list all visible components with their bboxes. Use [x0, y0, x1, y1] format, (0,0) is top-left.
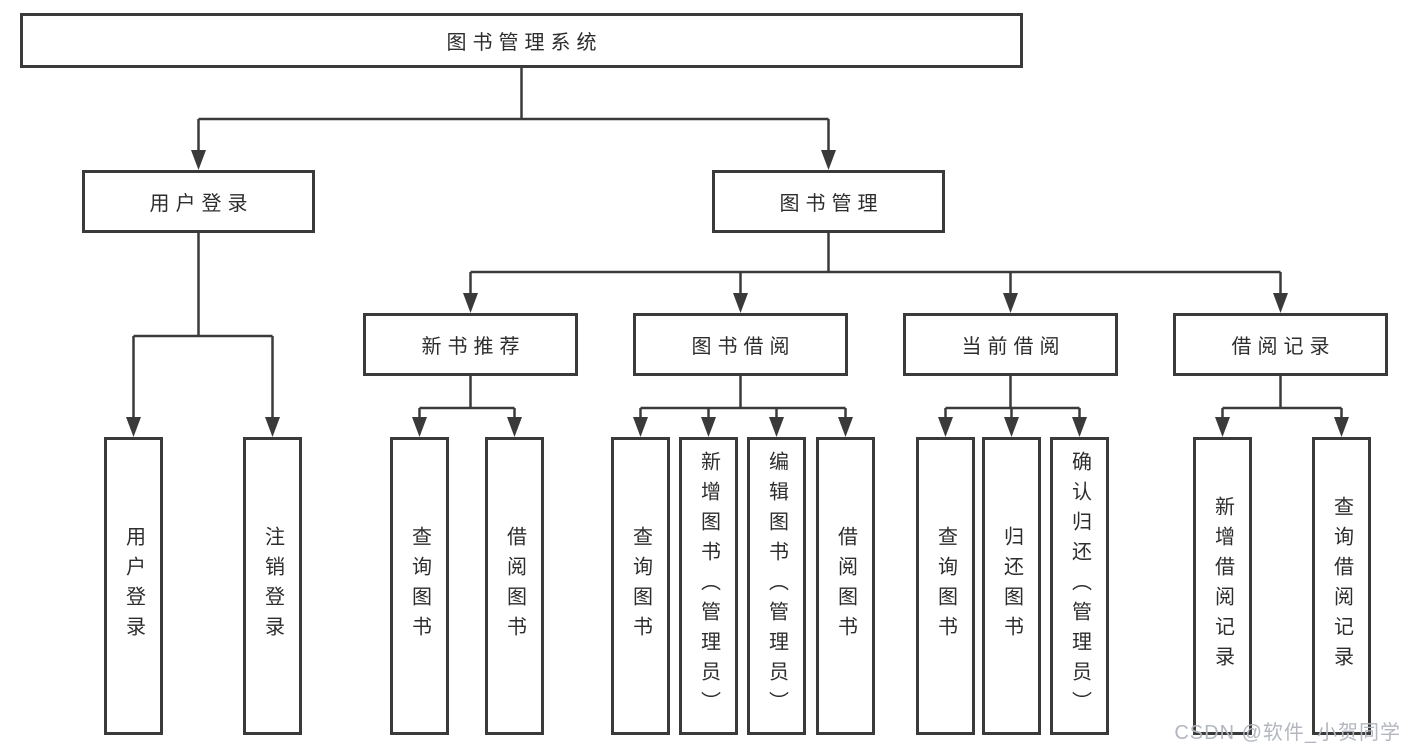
- node-new-book-recommend: 新书推荐: [363, 313, 578, 376]
- node-label: 查询借阅记录: [1330, 496, 1353, 676]
- leaf-add-borrow-record: 新增借阅记录: [1193, 437, 1252, 735]
- leaf-borrow-books: 借阅图书: [485, 437, 544, 735]
- node-label: 查询图书: [408, 526, 431, 646]
- node-label: 新书推荐: [421, 336, 526, 358]
- leaf-query-books: 查询图书: [390, 437, 449, 735]
- node-label: 查询图书: [934, 526, 957, 646]
- leaf-user-login: 用户登录: [104, 437, 163, 735]
- node-book-borrow: 图书借阅: [633, 313, 848, 376]
- leaf-return-books: 归还图书: [982, 437, 1041, 735]
- leaf-logout: 注销登录: [243, 437, 302, 735]
- node-label: 确认归还（管理员）: [1068, 451, 1091, 721]
- node-label: 新增借阅记录: [1211, 496, 1234, 676]
- leaf-query-borrow-record: 查询借阅记录: [1312, 437, 1371, 735]
- node-label: 归还图书: [1000, 526, 1023, 646]
- leaf-add-books-admin: 新增图书（管理员）: [679, 437, 738, 735]
- node-label: 注销登录: [261, 526, 284, 646]
- leaf-confirm-return-admin: 确认归还（管理员）: [1050, 437, 1109, 735]
- node-label: 新增图书（管理员）: [697, 451, 720, 721]
- leaf-query-books: 查询图书: [916, 437, 975, 735]
- node-label: 编辑图书（管理员）: [765, 451, 788, 721]
- leaf-query-books: 查询图书: [611, 437, 670, 735]
- node-user-login: 用户登录: [82, 170, 315, 233]
- node-label: 用户登录: [122, 526, 145, 646]
- node-borrow-records: 借阅记录: [1173, 313, 1388, 376]
- watermark: CSDN @软件_小贺同学: [1174, 722, 1401, 744]
- leaf-borrow-books: 借阅图书: [816, 437, 875, 735]
- leaf-edit-books-admin: 编辑图书（管理员）: [747, 437, 806, 735]
- node-current-borrow: 当前借阅: [903, 313, 1118, 376]
- node-label: 查询图书: [629, 526, 652, 646]
- node-label: 当前借阅: [961, 336, 1066, 358]
- node-label: 借阅图书: [503, 526, 526, 646]
- node-label: 图书借阅: [691, 336, 796, 358]
- node-label: 用户登录: [149, 193, 254, 215]
- node-label: 借阅记录: [1231, 336, 1336, 358]
- node-book-management-system: 图书管理系统: [20, 13, 1023, 68]
- node-label: 图书管理系统: [446, 32, 603, 54]
- node-book-management: 图书管理: [712, 170, 945, 233]
- node-label: 借阅图书: [834, 526, 857, 646]
- node-label: 图书管理: [779, 193, 884, 215]
